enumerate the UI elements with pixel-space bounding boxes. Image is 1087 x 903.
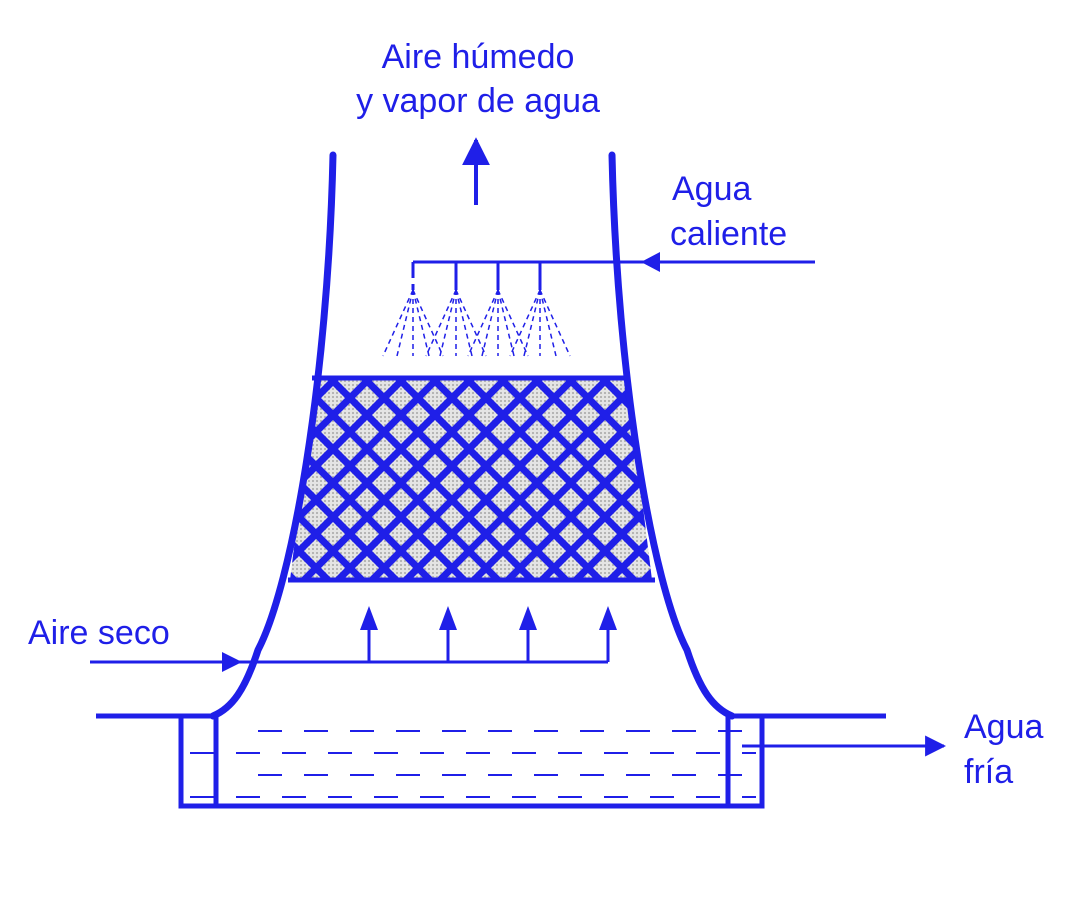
tower-left-wall [209,151,337,720]
spray-nozzle [425,262,487,357]
up-arrow-icon [360,606,378,662]
up-arrow-icon [519,606,537,662]
up-arrow-icon [599,606,617,662]
hot-water-distributor [382,260,815,357]
label-hot-water-line1: Agua [672,170,751,208]
label-cold-water-line1: Agua [964,708,1043,746]
label-cold-water-line2: fría [964,753,1013,791]
cold-water-basin [178,716,765,809]
spray-nozzle [382,284,444,357]
hot-water-arrow-icon [641,252,660,272]
label-dry-air: Aire seco [28,614,170,652]
label-outlet-line1: Aire húmedo [382,38,575,76]
dry-air-arrow-icon [222,652,242,672]
spray-nozzle [467,262,529,357]
tower-right-wall [608,151,736,720]
label-outlet-line2: y vapor de agua [356,82,600,120]
rising-air-arrows [360,606,617,662]
spray-nozzle [509,262,571,357]
label-hot-water-line2: caliente [670,215,787,253]
packing-fill [288,375,655,583]
up-arrow-icon [439,606,457,662]
